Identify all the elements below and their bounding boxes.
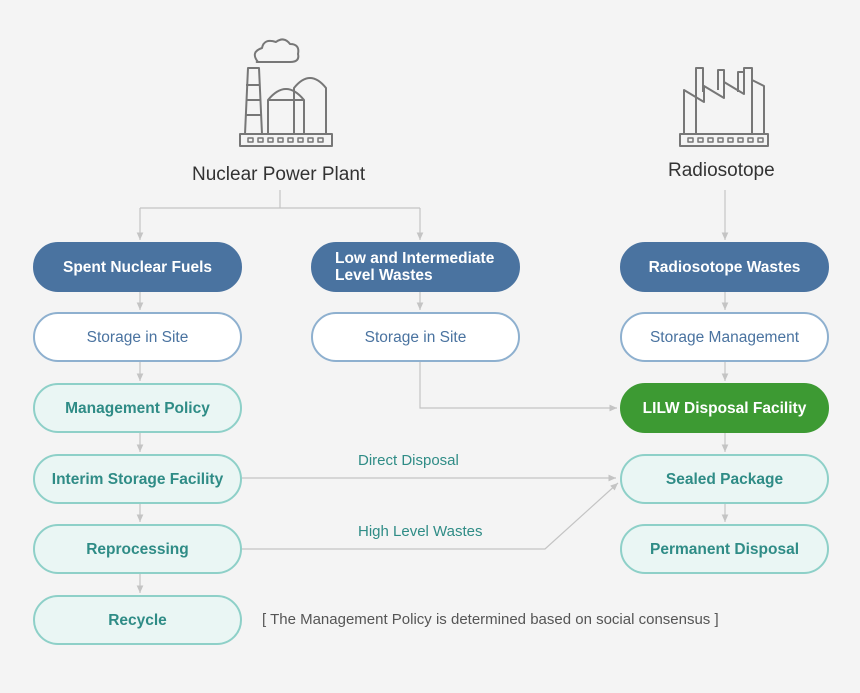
node-reprocessing: Reprocessing <box>33 524 242 574</box>
node-interim-storage-facility: Interim Storage Facility <box>33 454 242 504</box>
node-label: LILW Disposal Facility <box>642 399 807 417</box>
node-permanent-disposal: Permanent Disposal <box>620 524 829 574</box>
node-recycle: Recycle <box>33 595 242 645</box>
edge-label-direct-disposal: Direct Disposal <box>358 452 459 469</box>
factory-icon <box>679 67 769 147</box>
connector-high-level <box>242 482 619 550</box>
node-label: Permanent Disposal <box>649 540 800 558</box>
node-label: Radiosotope Wastes <box>648 258 801 276</box>
node-label: Interim Storage Facility <box>51 470 224 488</box>
edge-label-high-level-wastes: High Level Wastes <box>358 523 483 540</box>
node-label: Management Policy <box>65 399 210 417</box>
node-label: Sealed Package <box>665 470 784 488</box>
node-label: Recycle <box>108 611 167 629</box>
management-policy-note: [ The Management Policy is determined ba… <box>262 611 719 628</box>
node-lilw-disposal-facility: LILW Disposal Facility <box>620 383 829 433</box>
node-storage-management: Storage Management <box>620 312 829 362</box>
node-radiosotope-wastes: Radiosotope Wastes <box>620 242 829 292</box>
node-storage-in-site-left: Storage in Site <box>33 312 242 362</box>
node-label: Storage in Site <box>86 328 189 346</box>
node-label: Reprocessing <box>86 540 189 558</box>
node-storage-in-site-middle: Storage in Site <box>311 312 520 362</box>
node-label: Spent Nuclear Fuels <box>62 258 212 276</box>
node-sealed-package: Sealed Package <box>620 454 829 504</box>
node-label: Storage in Site <box>364 328 467 346</box>
source-nuclear-power-plant: Nuclear Power Plant <box>192 164 366 185</box>
connector-storage-lilwfacility <box>419 362 617 412</box>
source-radiosotope: Radiosotope <box>668 160 775 181</box>
node-spent-nuclear-fuels: Spent Nuclear Fuels <box>33 242 242 292</box>
node-management-policy: Management Policy <box>33 383 242 433</box>
nuclear-plant-icon <box>239 38 333 147</box>
node-label-line1: Low and Intermediate <box>335 250 495 267</box>
node-label-line2: Level Wastes <box>335 267 433 284</box>
node-label: Storage Management <box>649 328 800 346</box>
